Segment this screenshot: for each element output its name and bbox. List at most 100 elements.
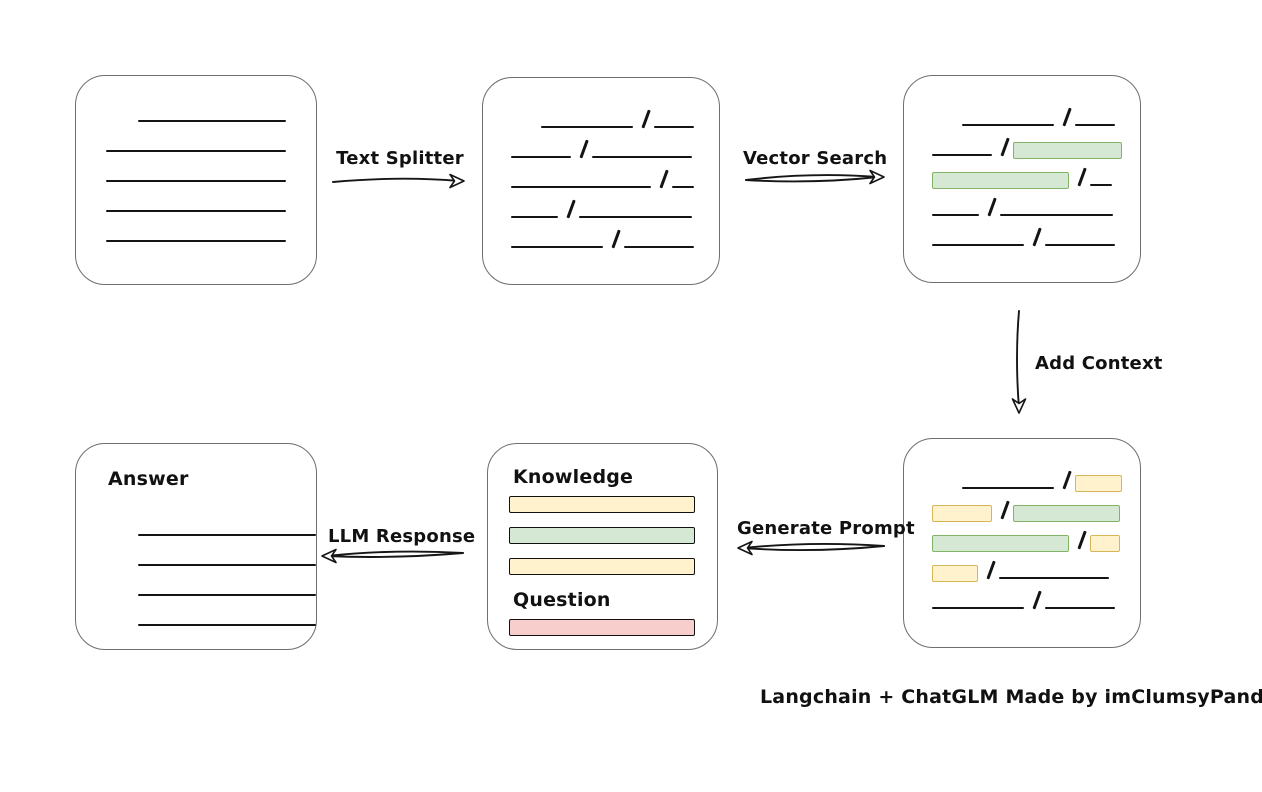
chunk-row — [932, 549, 1140, 582]
text-line — [1074, 124, 1115, 126]
chunk-row — [138, 536, 316, 566]
yellow-bar — [509, 496, 695, 513]
text-line — [623, 246, 694, 248]
chunk-lines — [483, 78, 719, 249]
vector-search-label: Vector Search — [743, 148, 888, 169]
chunk-row — [511, 218, 719, 249]
question-label: Question — [513, 589, 611, 611]
chunk-separator-slash — [1032, 227, 1042, 247]
chunk-row — [138, 596, 316, 626]
text-line — [932, 214, 979, 216]
chunk-separator-slash — [1062, 107, 1072, 127]
vector-matches-box — [903, 75, 1141, 283]
green-highlight-chunk — [932, 535, 1069, 552]
yellow-bar — [509, 558, 695, 575]
split-chunks-box — [482, 77, 720, 285]
chunk-row — [106, 92, 316, 122]
text-line — [962, 124, 1054, 126]
context-chunks-box — [903, 438, 1141, 648]
chunk-separator-slash — [1000, 137, 1010, 157]
chunk-row — [106, 212, 316, 242]
chunk-row — [932, 126, 1140, 159]
chunk-separator-slash — [566, 199, 576, 219]
text-line — [138, 624, 316, 626]
text-line — [671, 186, 694, 188]
vector-search-arrow — [745, 169, 885, 185]
red-bar — [509, 619, 695, 636]
chunk-row — [106, 152, 316, 182]
text-line — [998, 577, 1109, 579]
chunk-separator-slash — [987, 197, 997, 217]
text-line — [511, 156, 571, 158]
chunk-row — [511, 158, 719, 189]
caption: Langchain + ChatGLM Made by imClumsyPand… — [760, 686, 1262, 708]
text-line — [1044, 607, 1115, 609]
indent-gap — [511, 127, 541, 128]
add-context-label: Add Context — [1035, 353, 1163, 374]
chunk-row — [932, 519, 1140, 552]
chunk-separator-slash — [1062, 470, 1072, 490]
text-line — [999, 214, 1113, 216]
text-line — [138, 534, 316, 536]
chunk-lines — [904, 439, 1140, 610]
yellow-highlight-chunk — [1074, 475, 1122, 492]
chunk-row — [106, 182, 316, 212]
chunk-row — [106, 122, 316, 152]
text-splitter-label: Text Splitter — [336, 148, 464, 169]
text-line — [106, 240, 286, 242]
knowledge-label: Knowledge — [513, 466, 634, 488]
text-line — [962, 487, 1054, 489]
answer-label: Answer — [108, 468, 189, 490]
yellow-highlight-chunk — [932, 565, 978, 582]
chunk-separator-slash — [986, 560, 996, 580]
chunk-separator-slash — [1077, 530, 1087, 550]
text-line — [932, 244, 1024, 246]
text-line — [541, 126, 633, 128]
chunk-row — [511, 188, 719, 219]
chunk-separator-slash — [1000, 500, 1010, 520]
text-line — [138, 120, 286, 122]
answer-box: Answer — [75, 443, 317, 650]
chunk-row — [511, 98, 719, 129]
text-line — [511, 246, 603, 248]
knowledge-bars — [509, 496, 717, 575]
green-bar — [509, 527, 695, 544]
green-highlight-chunk — [932, 172, 1069, 189]
chunk-row — [932, 216, 1140, 247]
green-highlight-chunk — [1012, 142, 1122, 159]
llm-response-label: LLM Response — [328, 526, 476, 547]
text-splitter-arrow — [332, 173, 465, 189]
text-line — [1089, 184, 1112, 186]
text-line — [591, 156, 692, 158]
chunk-row — [932, 489, 1140, 522]
chunk-lines — [904, 76, 1140, 247]
chunk-separator-slash — [659, 169, 669, 189]
text-line — [1044, 244, 1115, 246]
chunk-separator-slash — [1077, 167, 1087, 187]
text-line — [578, 216, 692, 218]
chunk-row — [138, 506, 316, 536]
text-line — [653, 126, 694, 128]
green-highlight-chunk — [1012, 505, 1120, 522]
chunk-row — [932, 459, 1140, 492]
yellow-highlight-chunk — [932, 505, 992, 522]
indent-gap — [932, 125, 962, 126]
generate-prompt-arrow — [737, 540, 885, 556]
text-line — [106, 150, 286, 152]
question-bars — [509, 619, 717, 636]
chunk-row — [138, 566, 316, 596]
chunk-row — [932, 96, 1140, 127]
chunk-separator-slash — [641, 109, 651, 129]
chunk-separator-slash — [611, 229, 621, 249]
llm-response-arrow — [321, 548, 464, 564]
text-line — [138, 594, 316, 596]
indent-gap — [932, 488, 962, 489]
chunk-row — [511, 128, 719, 159]
indent-gap — [106, 121, 138, 122]
add-context-arrow — [1011, 310, 1027, 414]
chunk-row — [932, 186, 1140, 217]
text-line — [932, 154, 992, 156]
text-line — [106, 210, 286, 212]
generate-prompt-label: Generate Prompt — [737, 518, 915, 539]
text-line — [511, 186, 651, 188]
